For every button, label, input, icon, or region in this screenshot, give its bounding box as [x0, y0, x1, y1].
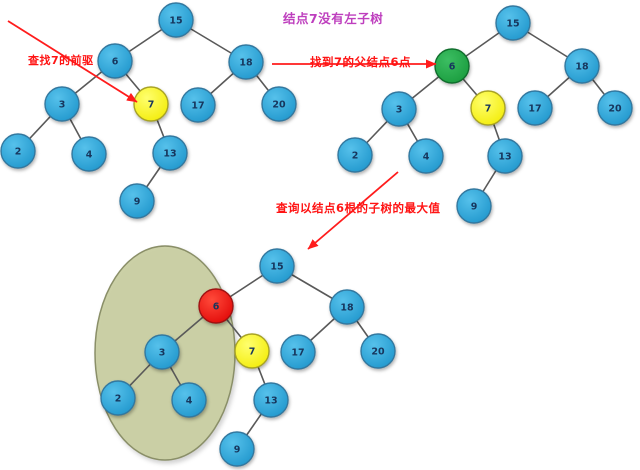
tree-node-18	[228, 44, 264, 80]
tree-node-18	[564, 48, 600, 84]
tree-node-9	[456, 188, 492, 224]
tree-node-18	[329, 289, 365, 325]
tree-node-15	[158, 2, 194, 38]
tree-node-3	[144, 334, 180, 370]
tree-node-13	[152, 135, 188, 171]
note-find-predecessor: 查找7的前驱	[28, 54, 94, 67]
tree-node-17	[180, 87, 216, 123]
tree-node-4	[71, 136, 107, 172]
tree-node-20	[597, 90, 633, 126]
tree-node-15	[495, 5, 531, 41]
tree-node-7	[133, 86, 169, 122]
tree-node-7	[234, 333, 270, 369]
arrow-to-node7	[7, 20, 138, 103]
tree-node-13	[487, 138, 523, 174]
arrow-to-red6-subtree	[307, 171, 399, 250]
tree-node-15	[259, 248, 295, 284]
tree-node-9	[219, 431, 255, 467]
note-query-subtree-max: 查询以结点6根的子树的最大值	[276, 201, 441, 215]
note-no-left-subtree: 结点7没有左子树	[283, 11, 384, 26]
tree-node-2	[0, 133, 36, 169]
tree-node-13	[253, 382, 289, 418]
tree-node-4	[171, 382, 207, 418]
tree-node-6	[198, 288, 234, 324]
note-found-parent: 找到7的父结点6点	[310, 55, 412, 69]
tree-node-17	[280, 334, 316, 370]
tree-node-7	[470, 90, 506, 126]
tree-node-6	[97, 43, 133, 79]
tree-node-2	[337, 137, 373, 173]
tree-node-20	[360, 333, 396, 369]
tree-node-6	[434, 48, 470, 84]
tree-node-3	[381, 91, 417, 127]
tree-node-17	[517, 90, 553, 126]
tree-node-9	[119, 183, 155, 219]
tree-node-20	[261, 86, 297, 122]
tree-node-3	[44, 86, 80, 122]
tree-node-2	[100, 380, 136, 416]
tree-node-4	[408, 138, 444, 174]
